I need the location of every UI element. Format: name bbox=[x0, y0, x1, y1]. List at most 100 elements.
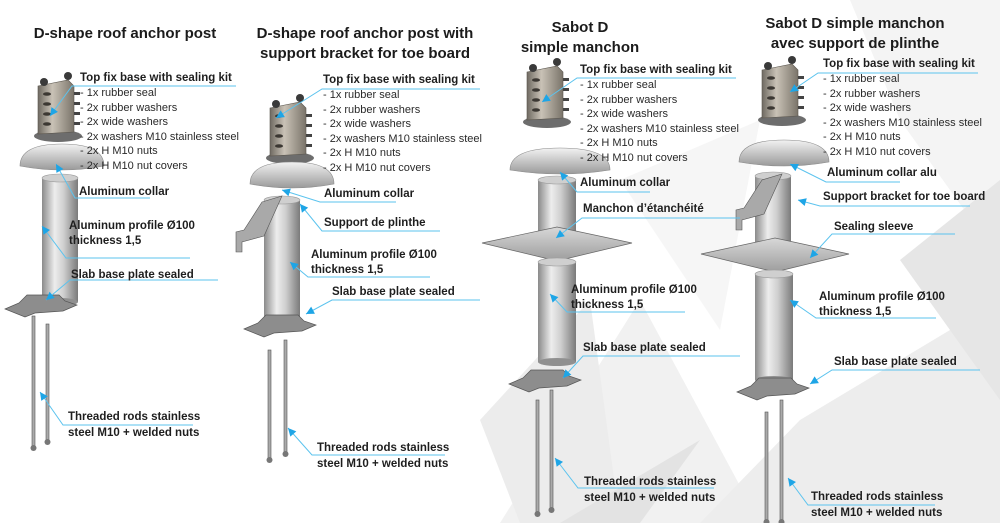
collar-dome bbox=[249, 161, 335, 189]
title-line: avec support de plinthe bbox=[770, 35, 940, 52]
kit-item: - 2x H M10 nuts bbox=[323, 147, 401, 160]
label-slab-base-plate: Slab base plate sealed bbox=[834, 356, 957, 368]
label-aluminum-collar: Aluminum collar bbox=[580, 177, 671, 189]
column-2-title: D-shape roof anchor post with support br… bbox=[250, 24, 480, 64]
callout-leader bbox=[281, 188, 396, 203]
arrow-head-icon bbox=[290, 262, 299, 271]
kit-item: - 2x H M10 nut covers bbox=[80, 159, 188, 172]
callout-leader bbox=[787, 477, 935, 506]
arrow-head-icon bbox=[50, 107, 58, 116]
arrow-head-icon bbox=[542, 94, 551, 102]
column-4-title: Sabot D simple manchon avec support de p… bbox=[755, 14, 955, 54]
callout-leader bbox=[789, 72, 978, 93]
kit-item: - 2x washers M10 stainless steel bbox=[580, 122, 739, 135]
callout-leader bbox=[809, 233, 955, 259]
title-line: D-shape roof anchor post bbox=[33, 25, 217, 42]
callout-leader bbox=[797, 198, 970, 207]
sealing-sleeve bbox=[481, 226, 633, 262]
support-bracket bbox=[735, 173, 783, 231]
kit-title: Top fix base with sealing kit bbox=[823, 58, 975, 70]
kit-item: - 2x rubber washers bbox=[580, 93, 678, 106]
callout-leader bbox=[559, 171, 650, 193]
arrow-head-icon bbox=[56, 164, 64, 173]
kit-item: - 2x H M10 nuts bbox=[580, 137, 658, 150]
top-fix-base bbox=[266, 94, 314, 164]
label-aluminum-profile: Aluminum profile Ø100 thickness 1,5 bbox=[571, 284, 697, 311]
callout-leader bbox=[289, 261, 430, 278]
arrow-head-icon bbox=[790, 164, 799, 172]
kit-item: - 2x H M10 nut covers bbox=[323, 161, 431, 174]
column-1-title: D-shape roof anchor post bbox=[20, 24, 230, 44]
arrow-head-icon bbox=[282, 188, 291, 197]
label-aluminum-collar: Aluminum collar bbox=[324, 188, 415, 200]
kit-item: - 2x wide washers bbox=[823, 102, 912, 115]
callout-leader bbox=[275, 88, 480, 119]
arrow-head-icon bbox=[560, 172, 569, 181]
kit-item: - 2x washers M10 stainless steel bbox=[323, 132, 482, 145]
label-threaded-rods: Threaded rods stainless steel M10 + weld… bbox=[317, 442, 450, 470]
callout-leader bbox=[554, 457, 714, 489]
slab-base-plate bbox=[736, 377, 810, 401]
kit-item: - 2x H M10 nut covers bbox=[580, 151, 688, 164]
collar-dome bbox=[509, 147, 611, 175]
callout-leader bbox=[45, 279, 218, 301]
label-manchon-etancheite: Manchon d’étanchéité bbox=[583, 203, 704, 215]
kit-item: - 2x wide washers bbox=[323, 118, 412, 131]
kit-item: - 2x washers M10 stainless steel bbox=[823, 116, 982, 129]
kit-item: - 1x rubber seal bbox=[580, 79, 657, 91]
arrow-head-icon bbox=[276, 110, 285, 118]
aluminum-tube bbox=[41, 173, 79, 306]
label-slab-base-plate: Slab base plate sealed bbox=[71, 269, 194, 281]
kit-item: - 2x H M10 nut covers bbox=[823, 145, 931, 158]
top-fix-base bbox=[34, 72, 82, 142]
callout-leader bbox=[809, 369, 980, 385]
title-line: support bracket for toe board bbox=[259, 45, 471, 62]
kit-item: - 1x rubber seal bbox=[80, 87, 157, 99]
label-support-de-plinthe: Support de plinthe bbox=[324, 217, 426, 229]
title-line: simple manchon bbox=[520, 39, 640, 56]
callout-leader bbox=[541, 77, 736, 103]
kit-item: - 2x wide washers bbox=[80, 116, 169, 129]
arrow-head-icon bbox=[790, 300, 799, 308]
kit-item: - 2x H M10 nuts bbox=[823, 131, 901, 144]
callout-leader bbox=[549, 293, 685, 313]
kit-list: - 1x rubber seal - 2x rubber washers - 2… bbox=[580, 78, 739, 166]
top-fix-base bbox=[758, 56, 806, 126]
callout-leader bbox=[299, 203, 440, 232]
top-fix-base bbox=[523, 58, 571, 128]
threaded-rods bbox=[266, 339, 289, 463]
label-slab-base-plate: Slab base plate sealed bbox=[332, 286, 455, 298]
label-aluminum-profile: Aluminum profile Ø100 thickness 1,5 bbox=[311, 249, 437, 276]
sealing-sleeve bbox=[700, 237, 850, 273]
arrow-head-icon bbox=[550, 294, 559, 303]
kit-item: - 1x rubber seal bbox=[823, 73, 900, 85]
arrow-head-icon bbox=[42, 226, 50, 235]
label-slab-base-plate: Slab base plate sealed bbox=[583, 342, 706, 354]
callout-leader bbox=[789, 163, 900, 183]
title-line: D-shape roof anchor post with bbox=[256, 25, 474, 42]
callout-leader bbox=[41, 225, 190, 259]
callout-leader bbox=[49, 85, 236, 117]
arrow-head-icon bbox=[300, 204, 309, 213]
arrow-head-icon bbox=[563, 369, 572, 378]
callout-leader bbox=[789, 299, 936, 319]
label-aluminum-collar: Aluminum collar bbox=[79, 186, 170, 198]
label-threaded-rods: Threaded rods stainless steel M10 + weld… bbox=[584, 476, 717, 504]
arrow-head-icon bbox=[555, 458, 564, 467]
kit-item: - 2x rubber washers bbox=[80, 101, 178, 114]
slab-base-plate bbox=[4, 294, 78, 318]
arrow-head-icon bbox=[790, 84, 799, 92]
callout-leader bbox=[305, 299, 480, 315]
callout-leader bbox=[562, 355, 740, 379]
label-sealing-sleeve: Sealing sleeve bbox=[834, 221, 914, 233]
threaded-rods bbox=[534, 389, 555, 517]
kit-list: - 1x rubber seal - 2x rubber washers - 2… bbox=[823, 72, 982, 160]
aluminum-tube bbox=[754, 269, 794, 384]
label-aluminum-profile: Aluminum profile Ø100 thickness 1,5 bbox=[819, 291, 945, 318]
kit-list: - 1x rubber seal - 2x rubber washers - 2… bbox=[323, 88, 482, 176]
callout-leader bbox=[555, 217, 740, 239]
callout-leader bbox=[287, 427, 445, 456]
slab-base-plate bbox=[508, 369, 582, 393]
title-line: Sabot D simple manchon bbox=[765, 15, 945, 32]
